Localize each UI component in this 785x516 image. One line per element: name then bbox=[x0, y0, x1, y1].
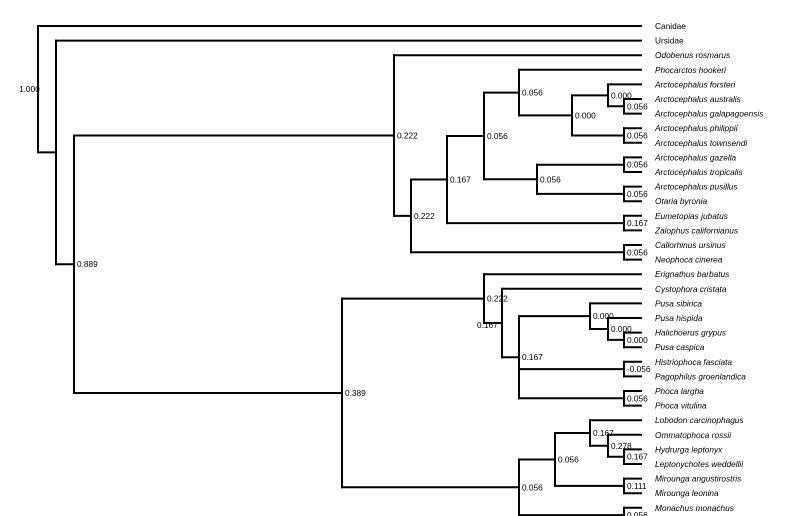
taxon-label: Arctocephalus gazella bbox=[654, 152, 737, 162]
taxon-label: Halichoerus grypus bbox=[655, 328, 726, 338]
support-value: 0.000 bbox=[593, 311, 614, 321]
support-value: 0.167 bbox=[627, 218, 648, 228]
support-value: 0.056 bbox=[627, 189, 648, 199]
taxon-label: Arctocephalus townsendi bbox=[654, 138, 748, 148]
taxon-label: Arctocephalus galapagoensis bbox=[654, 109, 763, 119]
support-value: 0.222 bbox=[487, 294, 508, 304]
support-value: 0.000 bbox=[611, 324, 632, 334]
taxon-label: Pusa hispida bbox=[655, 313, 703, 323]
taxon-label: Pusa sibirica bbox=[655, 298, 702, 308]
taxon-label: Arctocephalus australis bbox=[654, 94, 741, 104]
support-value: 0.056 bbox=[522, 88, 543, 98]
support-value: 0.000 bbox=[575, 110, 596, 120]
taxon-label: Arctocephalus forsteri bbox=[654, 79, 736, 89]
support-value: 0.056 bbox=[627, 101, 648, 111]
support-value: 0.167 bbox=[450, 175, 471, 185]
support-value: 0.056 bbox=[558, 454, 579, 464]
taxon-label: Canidae bbox=[655, 21, 686, 31]
support-value: 0.167 bbox=[477, 320, 498, 330]
taxon-label: Cystophora cristata bbox=[655, 284, 727, 294]
taxon-label: Monachus monachus bbox=[655, 503, 734, 513]
taxon-label: Arctocephalus tropicalis bbox=[654, 167, 743, 177]
taxon-label: Phoca vitulina bbox=[655, 401, 707, 411]
support-value: 0.056 bbox=[627, 393, 648, 403]
support-value: 0.000 bbox=[611, 90, 632, 100]
taxon-label: Eumetopias jubatus bbox=[655, 211, 728, 221]
taxon-label: Erignathus barbatus bbox=[655, 269, 729, 279]
support-value: 0.167 bbox=[627, 452, 648, 462]
support-value: 0.000 bbox=[627, 335, 648, 345]
support-value: 0.056 bbox=[627, 160, 648, 170]
support-value: 0.056 bbox=[627, 247, 648, 257]
taxon-label: Pagophilus groenlandica bbox=[655, 371, 746, 381]
support-value: 0.056 bbox=[540, 174, 561, 184]
support-value: 0.056 bbox=[522, 482, 543, 492]
taxon-label: Callorhinus ursinus bbox=[655, 240, 726, 250]
taxon-label: Zalophus californianus bbox=[654, 225, 738, 235]
taxon-label: Phoca largha bbox=[655, 386, 704, 396]
taxon-label: Odobenus rosmarus bbox=[655, 50, 730, 60]
taxon-label: Lobodon carcinophagus bbox=[655, 415, 744, 425]
support-value: 0.056 bbox=[627, 131, 648, 141]
taxon-label: Neophoca cinerea bbox=[655, 255, 723, 265]
support-value: 0.056 bbox=[627, 510, 648, 516]
taxon-label: Ommatophoca rossii bbox=[655, 430, 732, 440]
support-value: 0.111 bbox=[627, 481, 647, 491]
support-value: 0.056 bbox=[487, 131, 508, 141]
taxon-label: Histriophoca fasciata bbox=[655, 357, 732, 367]
taxon-label: Arctocephalus pusillus bbox=[654, 182, 738, 192]
support-value: -0.056 bbox=[627, 364, 651, 374]
support-value: 0.222 bbox=[397, 131, 418, 141]
support-value: 0.167 bbox=[593, 428, 614, 438]
taxon-label: Mirounga leonina bbox=[655, 488, 719, 498]
support-value: 0.167 bbox=[522, 352, 543, 362]
support-value: 0.889 bbox=[77, 259, 98, 269]
taxon-label: Mirounga angustirostris bbox=[655, 474, 741, 484]
taxon-label: Otaria byronia bbox=[655, 196, 707, 206]
taxon-label: Phocarctos hookeri bbox=[655, 65, 727, 75]
taxon-label: Leptonychotes weddellii bbox=[655, 459, 744, 469]
support-values: 1.0000.8890.2220.2220.1670.0560.0560.000… bbox=[19, 84, 651, 516]
taxon-label: Pusa caspica bbox=[655, 342, 705, 352]
taxon-label: Hydrurga leptonyx bbox=[655, 444, 723, 454]
support-value: 0.222 bbox=[414, 211, 435, 221]
support-value: 1.000 bbox=[19, 84, 40, 94]
support-value: 0.278 bbox=[611, 441, 632, 451]
taxon-label: Arctocephalus philippii bbox=[654, 123, 739, 133]
support-value: 0.389 bbox=[345, 388, 366, 398]
taxon-label: Ursidae bbox=[655, 36, 684, 46]
tree-branches bbox=[37, 25, 642, 516]
